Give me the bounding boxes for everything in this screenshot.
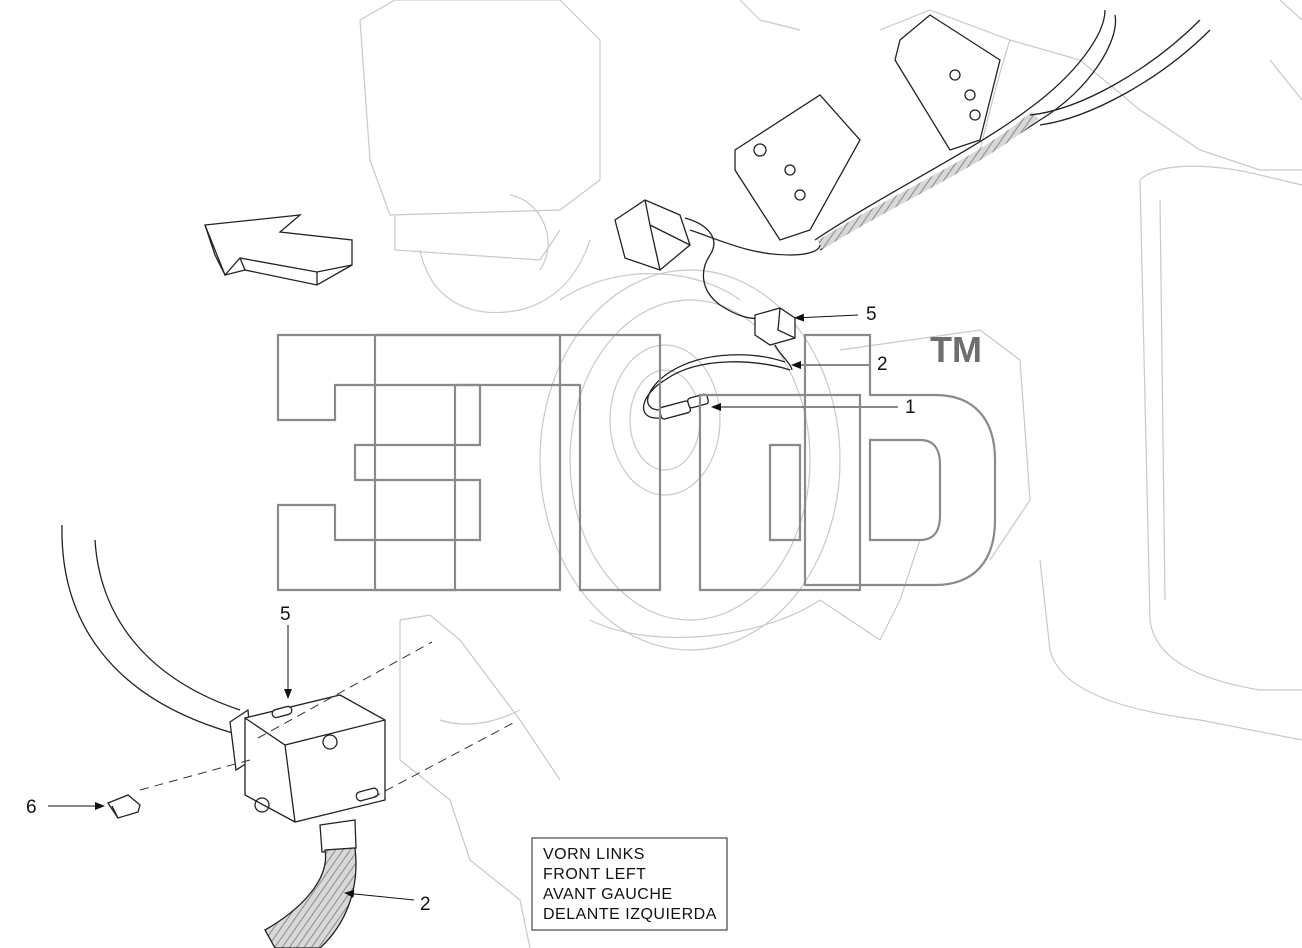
watermark-logo: TM xyxy=(276,329,997,592)
sensor-detail xyxy=(61,524,516,948)
callout-2-top: 2 xyxy=(877,354,888,375)
callout-5-detail: 5 xyxy=(280,604,291,625)
position-legend: VORN LINKS FRONT LEFT AVANT GAUCHE DELAN… xyxy=(531,837,728,931)
legend-line-de: VORN LINKS xyxy=(543,846,645,863)
callout-leaders-bottom xyxy=(48,625,415,901)
callout-1-top: 1 xyxy=(905,397,916,418)
callout-6-detail: 6 xyxy=(26,797,37,818)
legend-line-en: FRONT LEFT xyxy=(543,866,646,883)
hydraulic-manifold xyxy=(734,9,1211,251)
sensor-assembly-top xyxy=(614,199,821,420)
callout-2-detail: 2 xyxy=(420,894,431,915)
direction-arrow-icon xyxy=(204,214,353,286)
legend-line-es: DELANTE IZQUIERDA xyxy=(543,906,717,923)
background-structure xyxy=(359,0,1302,948)
legend-line-fr: AVANT GAUCHE xyxy=(543,886,673,903)
callout-5-top: 5 xyxy=(866,304,877,325)
watermark-trademark: TM xyxy=(930,329,982,370)
